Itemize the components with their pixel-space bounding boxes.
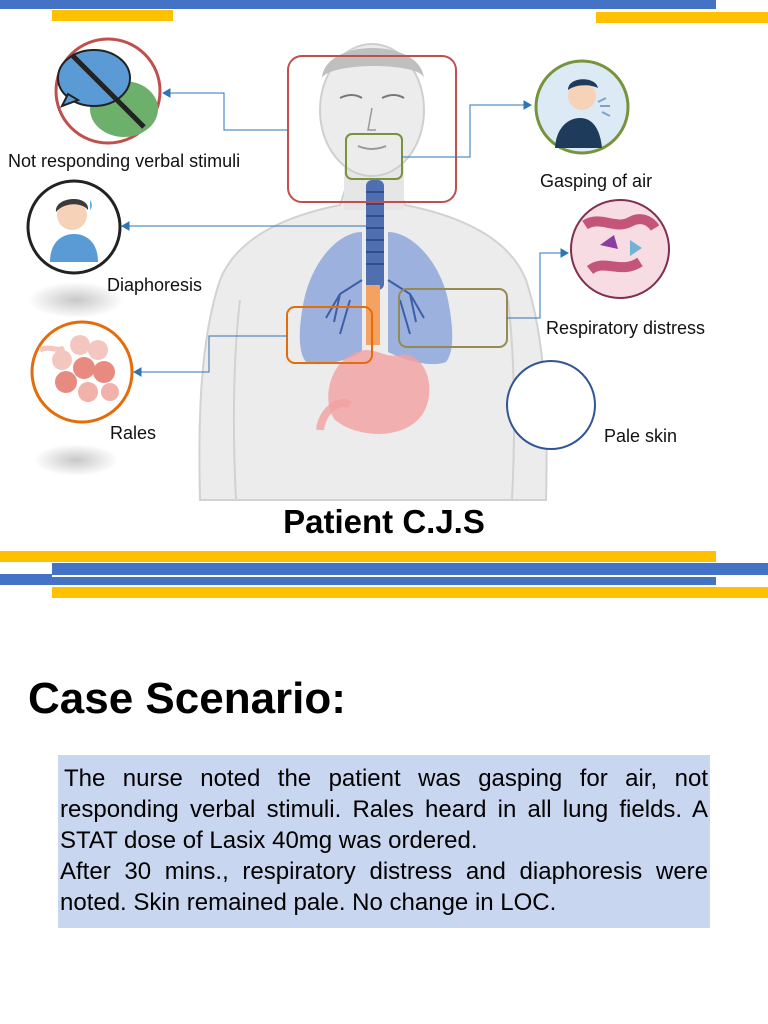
case-paragraph-1: The nurse noted the patient was gasping … bbox=[60, 765, 708, 854]
respiratory-distress-icon bbox=[570, 199, 670, 299]
head-highlight-box bbox=[287, 55, 457, 203]
diaphoresis-icon bbox=[26, 179, 122, 275]
top-gold-stripe-right bbox=[596, 12, 768, 23]
rales-icon bbox=[30, 320, 134, 424]
shadow-blur bbox=[28, 282, 124, 318]
connector-lines bbox=[120, 88, 570, 377]
pale-skin-icon bbox=[506, 360, 596, 450]
head bbox=[319, 43, 425, 177]
label-pale-skin: Pale skin bbox=[604, 426, 678, 446]
case-scenario-title: Case Scenario: bbox=[28, 674, 346, 723]
symptom-body-diagram bbox=[26, 37, 670, 501]
mid-blue-stripe-lower bbox=[0, 577, 716, 585]
mid-gold-stripe-lower bbox=[52, 587, 768, 598]
not-responding-icon bbox=[54, 37, 162, 145]
case-scenario-text: The nurse noted the patient was gasping … bbox=[60, 763, 708, 918]
label-gasping: Gasping of air bbox=[540, 171, 653, 191]
lungs bbox=[299, 232, 453, 365]
case-paragraph-2: After 30 mins., respiratory distress and… bbox=[60, 858, 708, 916]
top-gold-stripe-left bbox=[52, 10, 173, 21]
mid-gold-stripe-upper bbox=[0, 551, 716, 562]
label-rales: Rales bbox=[110, 423, 157, 443]
top-blue-stripe bbox=[0, 0, 716, 9]
stomach bbox=[316, 350, 430, 434]
gasping-icon bbox=[534, 59, 630, 155]
trachea bbox=[366, 180, 384, 290]
label-not-responding: Not responding verbal stimuli bbox=[8, 151, 241, 171]
patient-title: Patient C.J.S bbox=[283, 503, 485, 540]
shadow-blur bbox=[34, 444, 118, 476]
left-lung-highlight-box bbox=[286, 306, 373, 364]
label-respiratory-distress: Respiratory distress bbox=[546, 318, 706, 338]
label-diaphoresis: Diaphoresis bbox=[107, 275, 203, 295]
mid-blue-stripe bbox=[52, 563, 768, 575]
case-scenario-box: The nurse noted the patient was gasping … bbox=[58, 755, 710, 928]
